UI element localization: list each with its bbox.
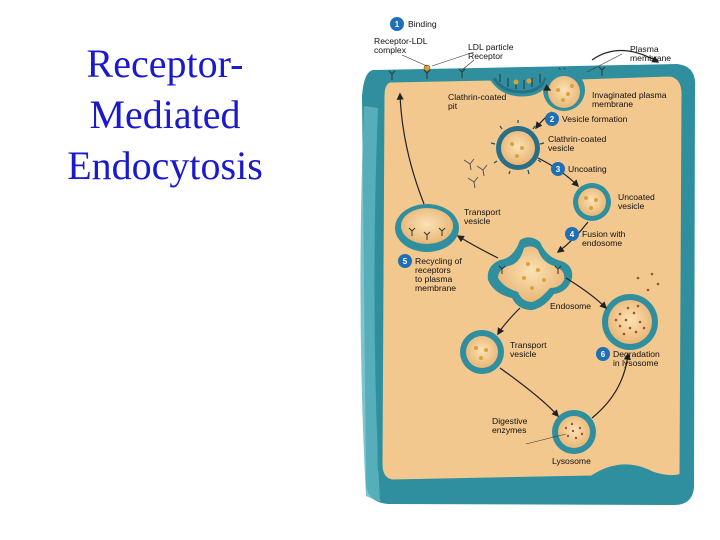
- degradation-products: [636, 272, 660, 292]
- svg-text:2: 2: [550, 115, 555, 124]
- uncoated-vesicle: [573, 183, 611, 221]
- arrow-endosome-to-lysosome: [565, 277, 608, 310]
- label-clathrin-vesicle-1: Clathrin-coated: [548, 134, 606, 144]
- step-5-label-4: membrane: [415, 283, 456, 293]
- transport-vesicle-digestive: [460, 330, 504, 374]
- label-digestive-1: Digestive: [492, 416, 528, 426]
- svg-text:4: 4: [570, 230, 575, 239]
- title-line-2: Mediated: [89, 92, 241, 137]
- step-4-label-2: endosome: [582, 238, 622, 248]
- lysosome-degradation: [602, 294, 658, 350]
- label-endosome: Endosome: [550, 301, 591, 311]
- label-uncoated-1: Uncoated: [618, 192, 655, 202]
- endosome: [487, 237, 573, 310]
- svg-text:1: 1: [395, 20, 400, 29]
- clathrin-coated-vesicle: [490, 120, 545, 175]
- label-membrane: membrane: [630, 53, 671, 63]
- arrow-endocytosis-start: [591, 49, 660, 63]
- arrow-endosome-to-transport: [497, 307, 521, 336]
- svg-text:3: 3: [556, 165, 561, 174]
- label-clathrin-pit-1: Clathrin-coated: [448, 92, 506, 102]
- label-transport-2b: vesicle: [510, 349, 536, 359]
- label-lysosome: Lysosome: [552, 456, 591, 466]
- step-1-label: Binding: [408, 19, 437, 29]
- step-5-label-3: to plasma: [415, 274, 452, 284]
- label-invaginated-2: membrane: [592, 99, 633, 109]
- label-transport-1a: Transport: [464, 207, 501, 217]
- transport-vesicle-recycling: [395, 204, 459, 252]
- invaginated-membrane: [543, 69, 585, 111]
- released-clathrin: [463, 158, 488, 189]
- arrow-transport-to-lysosome: [499, 367, 559, 418]
- lysosome: [552, 410, 596, 454]
- step-badge-2: 2: [545, 112, 559, 126]
- title-line-1: Receptor-: [86, 41, 244, 86]
- label-receptor-ldl: Receptor-LDL: [374, 36, 428, 46]
- step-badge-5: 5: [398, 254, 412, 268]
- clathrin-coated-pit: [492, 74, 548, 94]
- label-transport-1b: vesicle: [464, 216, 490, 226]
- step-4-label: Fusion with: [582, 229, 626, 239]
- ldl-particle: [423, 64, 431, 72]
- label-clathrin-pit-2: pit: [448, 101, 458, 111]
- label-receptor: Receptor: [468, 51, 503, 61]
- step-badge-3: 3: [551, 162, 565, 176]
- label-invaginated-1: Invaginated plasma: [592, 90, 667, 100]
- step-5-label: Recycling of: [415, 256, 462, 266]
- label-complex: complex: [374, 45, 407, 55]
- endocytosis-diagram: 1 2 3 4 5 6 Binding Receptor-LDL complex…: [360, 17, 696, 506]
- arrow-recycling: [396, 92, 425, 205]
- step-6-label: Degradation: [613, 349, 660, 359]
- label-transport-2a: Transport: [510, 340, 547, 350]
- step-6-label-2: in lysosome: [613, 358, 659, 368]
- label-clathrin-vesicle-2: vesicle: [548, 143, 574, 153]
- label-plasma: Plasma: [630, 44, 659, 54]
- step-badge-4: 4: [565, 227, 579, 241]
- title-line-3: Endocytosis: [67, 143, 263, 188]
- arrow-lysosome-to-degradation: [591, 352, 631, 419]
- label-digestive-2: enzymes: [492, 425, 526, 435]
- step-2-label: Vesicle formation: [562, 114, 628, 124]
- step-badges: 1 2 3 4 5 6: [390, 17, 610, 361]
- label-ldl-particle: LDL particle: [468, 42, 514, 52]
- step-badge-6: 6: [596, 347, 610, 361]
- label-uncoated-2: vesicle: [618, 201, 644, 211]
- step-5-label-2: receptors: [415, 265, 451, 275]
- leader-lines: [401, 51, 623, 445]
- arrow-to-transport-vesicle: [456, 235, 499, 259]
- step-3-label: Uncoating: [568, 164, 607, 174]
- cell-membrane-side: [360, 106, 380, 502]
- svg-text:6: 6: [601, 350, 606, 359]
- svg-text:5: 5: [403, 257, 408, 266]
- step-badge-1: 1: [390, 17, 404, 31]
- arrow-invagination: [543, 84, 552, 91]
- labels: Binding Receptor-LDL complex LDL particl…: [374, 19, 671, 466]
- page-title: Receptor- Mediated Endocytosis: [20, 38, 310, 191]
